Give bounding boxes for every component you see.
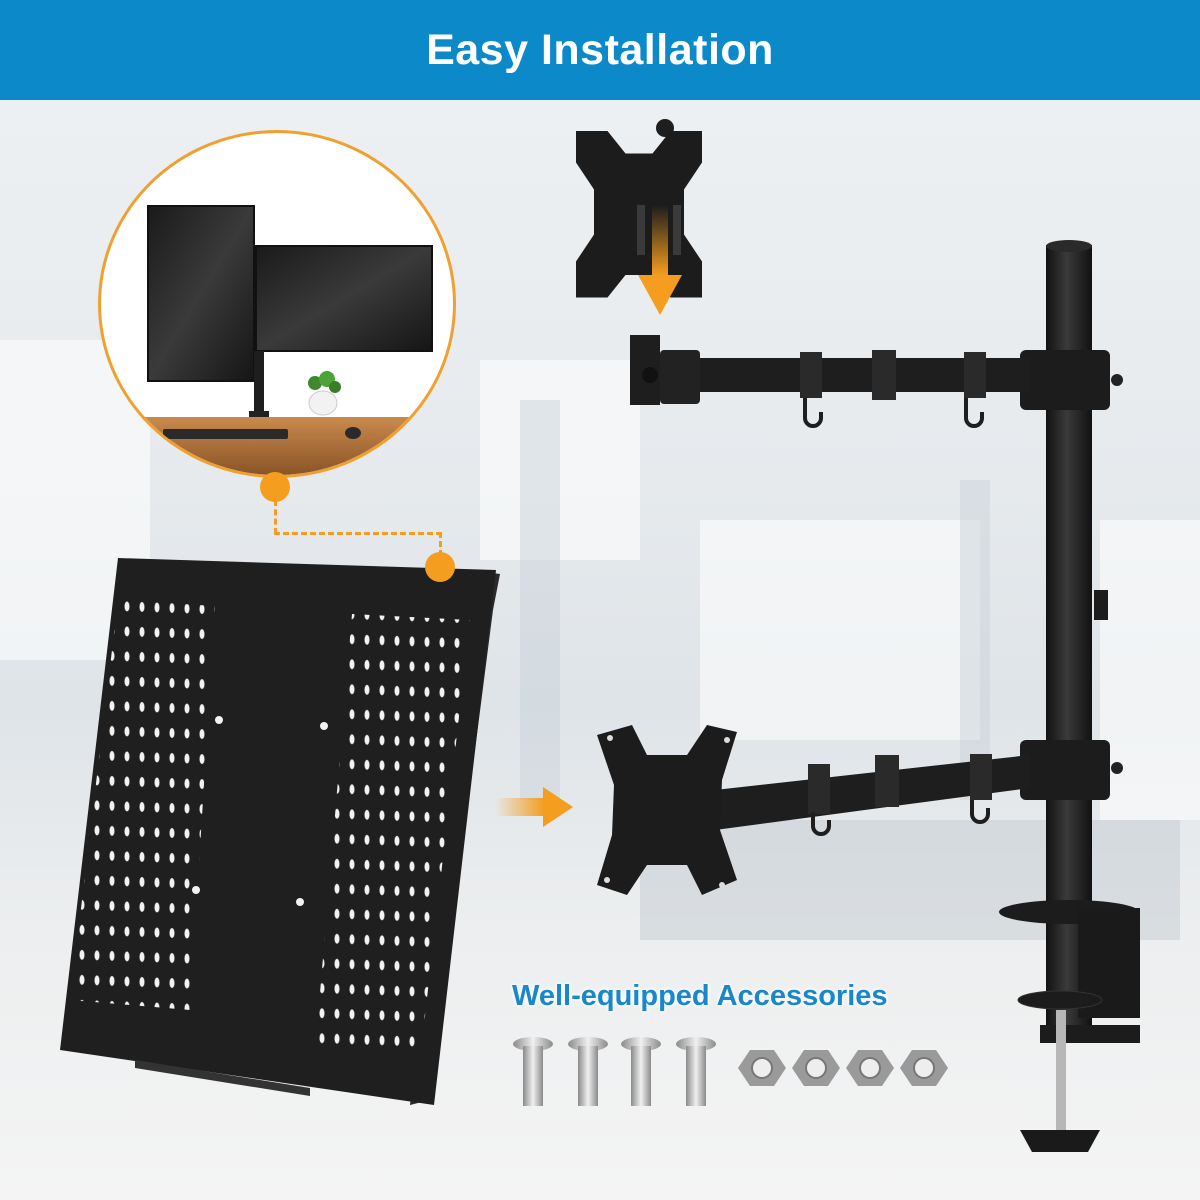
banner-title: Easy Installation: [426, 25, 774, 74]
hex-nut-icon: [738, 1050, 786, 1086]
accessories-hardware: [513, 1037, 948, 1106]
hex-nut-icon: [792, 1050, 840, 1086]
hex-nut-icon: [846, 1050, 894, 1086]
callout-dashed-line-horizontal: [274, 532, 442, 535]
callout-dashed-line-vertical-1: [274, 500, 277, 534]
upper-vesa-plate: [576, 119, 702, 298]
callout-dot-bottom: [425, 552, 455, 582]
laptop-tray: [60, 558, 500, 1105]
hex-nut-icon: [900, 1050, 948, 1086]
screw-icon: [513, 1037, 553, 1106]
arrow-right-icon: [495, 787, 573, 827]
arrow-down-icon: [638, 205, 682, 315]
screw-icon: [676, 1037, 716, 1106]
monitor-arm-assembly: [630, 240, 1140, 1152]
screw-icon: [568, 1037, 608, 1106]
inset-photo-circle: [98, 130, 456, 478]
screw-icon: [621, 1037, 661, 1106]
accessories-title: Well-equipped Accessories: [512, 980, 888, 1012]
callout-dashed-line-vertical-2: [439, 532, 442, 556]
callout-dot-top: [260, 472, 290, 502]
dual-monitor-scene: [101, 205, 453, 475]
header-banner: Easy Installation: [0, 0, 1200, 100]
lower-vesa-plate: [597, 725, 737, 895]
